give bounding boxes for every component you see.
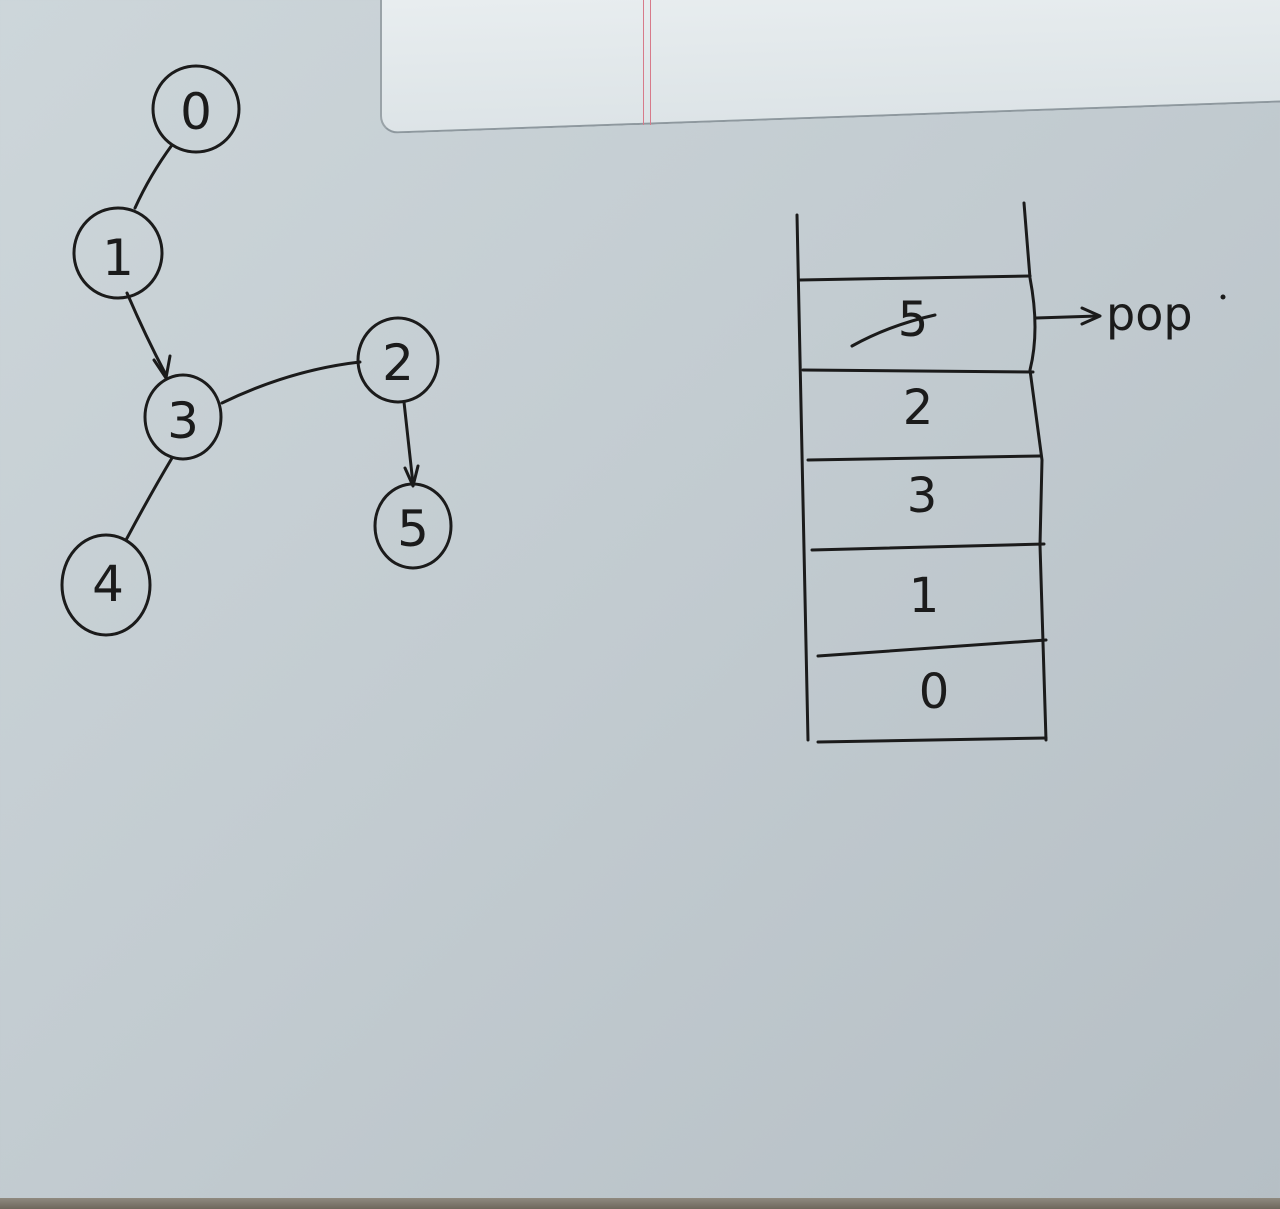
stack-divider <box>798 274 1032 282</box>
stack-cell-label: 5 <box>898 292 929 348</box>
stack-divider <box>816 638 1048 658</box>
graph-node-2 <box>356 316 440 404</box>
pop-arrow-line <box>1034 314 1100 320</box>
edge-2-5 <box>402 400 415 486</box>
stack-divider <box>810 542 1046 552</box>
stack-cell-label: 1 <box>909 568 940 624</box>
graph-node-5 <box>373 482 453 570</box>
table-edge <box>0 1198 1280 1209</box>
stack-cell-label: 0 <box>919 664 950 720</box>
graph-node-label-2: 2 <box>382 334 414 392</box>
graph-node-label-5: 5 <box>397 500 429 558</box>
stack-divider <box>801 368 1035 374</box>
edge-3-2 <box>220 360 362 405</box>
edge-0-1 <box>133 143 174 210</box>
stack-cell-label: 3 <box>907 468 938 524</box>
graph-node-4 <box>60 533 152 637</box>
graph-node-label-3: 3 <box>167 392 199 450</box>
stack-bottom <box>816 736 1048 744</box>
margin-line <box>650 0 651 125</box>
graph-node-label-1: 1 <box>102 229 134 287</box>
pop-label: pop <box>1106 287 1193 341</box>
stack-cell-label: 2 <box>903 380 934 436</box>
edge-2-5-arrowhead <box>403 464 420 488</box>
pop-label-dot <box>1220 294 1226 300</box>
stack-right-wall <box>1022 201 1048 742</box>
graph-node-3 <box>143 373 223 461</box>
graph-node-label-4: 4 <box>92 555 124 613</box>
graph-node-0 <box>151 64 241 154</box>
margin-line <box>643 0 644 125</box>
stack-left-wall <box>795 213 810 742</box>
edge-3-4 <box>124 456 174 542</box>
pop-arrow-head <box>1080 306 1102 326</box>
edge-1-3 <box>125 291 168 377</box>
graph-node-1 <box>72 206 164 300</box>
graph-node-label-0: 0 <box>180 83 212 141</box>
crossed-out-stroke <box>850 313 937 348</box>
stack-divider <box>806 454 1042 462</box>
